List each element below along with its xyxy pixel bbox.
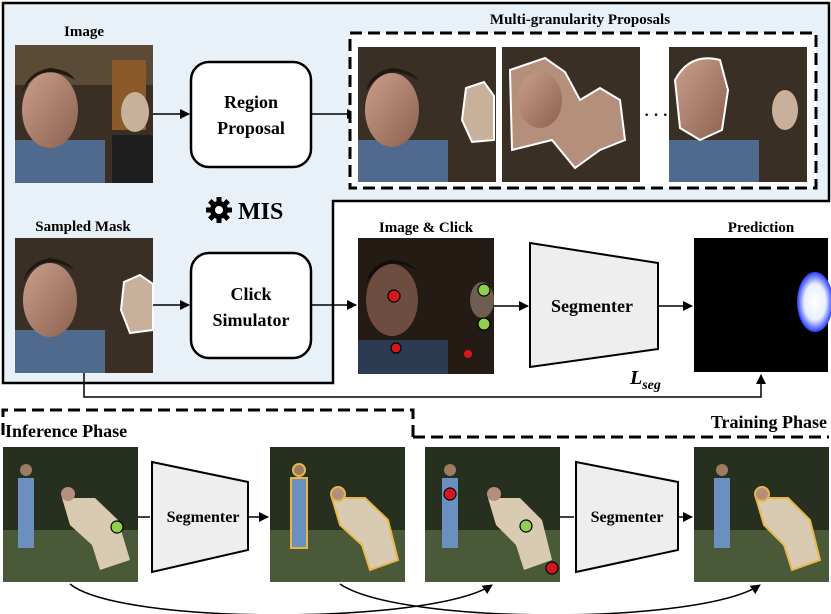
- inference-segmenter-block: [151, 460, 249, 574]
- positive-click-marker: [110, 520, 124, 534]
- prediction-label: Prediction: [728, 220, 795, 236]
- click-simulator-block: [189, 251, 313, 360]
- training-input-image: [425, 447, 560, 582]
- training-phase-label: Training Phase: [711, 412, 827, 432]
- training-output-image: [694, 447, 829, 582]
- negative-click-marker: [387, 289, 401, 303]
- image-label: Image: [64, 24, 104, 40]
- inference-input-image: [3, 447, 138, 582]
- curve-input-to-training-input: [69, 583, 493, 614]
- click-simulator-text-line1: Click: [230, 284, 271, 304]
- region-proposal-text-line2: Proposal: [217, 118, 285, 138]
- prediction-mask-thumbnail: [694, 238, 831, 372]
- negative-click-marker: [443, 487, 457, 501]
- click-simulator-text-line2: Simulator: [212, 310, 289, 330]
- negative-click-marker: [464, 350, 472, 358]
- loss-symbol: Lseg: [629, 367, 661, 393]
- positive-click-marker: [477, 283, 491, 297]
- negative-click-marker: [390, 342, 402, 354]
- segmenter-block: [529, 241, 659, 369]
- loss-connector: [83, 373, 766, 398]
- proposal-thumbnail-1: [358, 47, 496, 182]
- proposals-ellipsis: · · ·: [644, 107, 668, 124]
- region-proposal-text-line1: Region: [224, 92, 278, 112]
- mis-label: MIS: [238, 199, 283, 225]
- negative-click-marker: [545, 561, 559, 575]
- proposal-thumbnail-3: [669, 47, 807, 182]
- inference-output-image: [270, 447, 405, 582]
- training-segmenter-text: Segmenter: [591, 509, 664, 526]
- training-segmenter-block: [575, 460, 679, 574]
- image-with-clicks-thumbnail: [358, 238, 494, 374]
- inference-segmenter-text: Segmenter: [167, 509, 240, 526]
- gear-icon: [206, 197, 232, 223]
- input-image-thumbnail: [15, 45, 153, 183]
- inference-phase-label: Inference Phase: [5, 421, 127, 441]
- positive-click-marker: [477, 317, 491, 331]
- positive-click-marker: [519, 519, 533, 533]
- proposals-label: Multi-granularity Proposals: [490, 12, 670, 28]
- curve-output-to-training-output: [339, 583, 761, 614]
- segmenter-text: Segmenter: [551, 296, 633, 316]
- region-proposal-block: [189, 60, 313, 169]
- sampled-mask-thumbnail: [15, 238, 154, 373]
- image-click-label: Image & Click: [379, 220, 474, 236]
- proposal-thumbnail-2: [502, 47, 640, 182]
- sampled-mask-label: Sampled Mask: [35, 219, 131, 235]
